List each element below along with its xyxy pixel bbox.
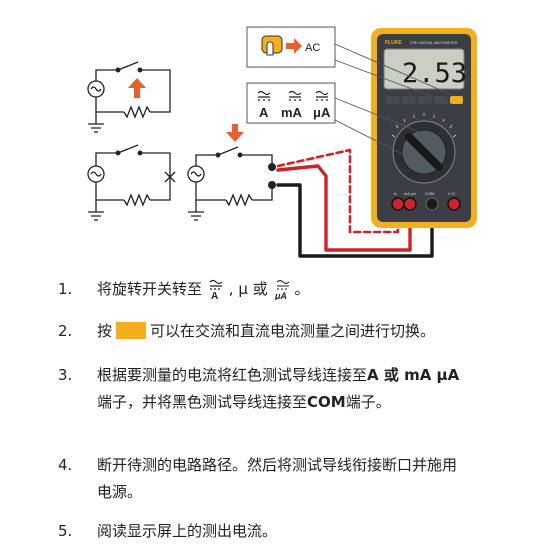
button-1 — [386, 96, 400, 104]
arrow-right-icon — [286, 38, 302, 54]
function-label-ma: mA — [281, 105, 303, 120]
svg-text:μA: μA — [274, 291, 287, 300]
ac-label: AC — [305, 42, 320, 54]
step-4-line1: 断开待测的电路路径。然后将测试导线衔接断口并施用 — [97, 456, 458, 474]
terminal-label-com: COM — [425, 191, 434, 196]
step-2-post: 可以在交流和直流电流测量之间进行切换。 — [150, 322, 436, 340]
terminal-v — [447, 197, 461, 211]
step-text: 阅读显示屏上的测出电流。 — [97, 522, 278, 540]
svg-text:A: A — [211, 291, 218, 300]
step-3-com: COM — [307, 393, 346, 411]
multimeter-diagram: FLUKE 17B+ DIGITAL MULTIMETER 2.53 A mA … — [87, 26, 477, 258]
step-1-post: 。 — [294, 280, 310, 298]
step-3-terminals: A 或 mA μA — [367, 366, 460, 384]
terminal-label-a: A — [394, 191, 397, 196]
step-number: 2. — [58, 322, 73, 340]
function-label-ua: μA — [313, 105, 331, 120]
black-lead — [276, 183, 434, 258]
arrow-up-icon — [128, 78, 146, 98]
lead-point-red — [268, 163, 276, 171]
resistor-bottom-left — [123, 193, 151, 207]
circuit-top — [87, 61, 171, 133]
callout-ac: AC — [246, 26, 336, 68]
callout-functions: A mA μA — [246, 82, 336, 124]
resistor-top — [123, 105, 151, 119]
step-number: 3. — [58, 366, 73, 384]
step-text: 按 可以在交流和直流电流测量之间进行切换。 — [97, 318, 527, 345]
step-text: 将旋转开关转至 A , μ 或 μA 。 — [97, 276, 527, 303]
yellow-button-swatch — [116, 322, 147, 339]
step-4-line2: 电源。 — [97, 483, 143, 501]
step-number: 1. — [58, 280, 73, 298]
meter-display — [383, 48, 465, 90]
step-3-line1a: 根据要测量的电流将红色测试导线连接至 — [97, 366, 368, 384]
terminal-label-v: V Ω — [448, 191, 455, 196]
step-1-pre: 将旋转开关转至 — [97, 280, 203, 298]
yellow-button — [450, 96, 463, 104]
arrow-down-icon — [226, 124, 244, 142]
model-label: 17B+ DIGITAL MULTIMETER — [410, 41, 458, 45]
step-text: 根据要测量的电流将红色测试导线连接至A 或 mA μA 端子，并将黑色测试导线连… — [97, 362, 527, 416]
terminal-a — [391, 197, 405, 211]
button-3 — [418, 96, 432, 104]
button-2 — [402, 96, 416, 104]
circuit-bottom-right — [187, 146, 273, 221]
terminals — [391, 197, 461, 211]
step-3-line2c: 端子。 — [345, 393, 391, 411]
terminal-com — [425, 197, 439, 211]
display-reading: 2.53 — [402, 58, 467, 89]
callout-lines — [334, 43, 453, 161]
ac-a-symbol-icon: A — [208, 278, 228, 300]
red-lead — [276, 164, 412, 252]
multimeter: FLUKE 17B+ DIGITAL MULTIMETER 2.53 A mA … — [371, 28, 477, 228]
step-1-mid: , μ 或 — [228, 280, 268, 298]
function-label-a: A — [259, 105, 269, 120]
step-text: 断开待测的电路路径。然后将测试导线衔接断口并施用 电源。 — [97, 452, 527, 506]
brand-label: FLUKE — [385, 40, 402, 46]
step-number: 4. — [58, 456, 73, 474]
step-number: 5. — [58, 522, 73, 540]
ac-ua-symbol-icon: μA — [273, 278, 293, 300]
terminal-label-ma: mA μA — [404, 191, 416, 196]
circuit-bottom-left — [87, 144, 176, 221]
rotary-pointer — [405, 133, 443, 171]
step-3-line2a: 端子，并将黑色测试导线连接至 — [97, 393, 308, 411]
terminal-ma — [403, 197, 417, 211]
lead-point-black — [268, 181, 276, 189]
step-2-pre: 按 — [97, 322, 113, 340]
resistor-bottom-right — [225, 193, 253, 207]
